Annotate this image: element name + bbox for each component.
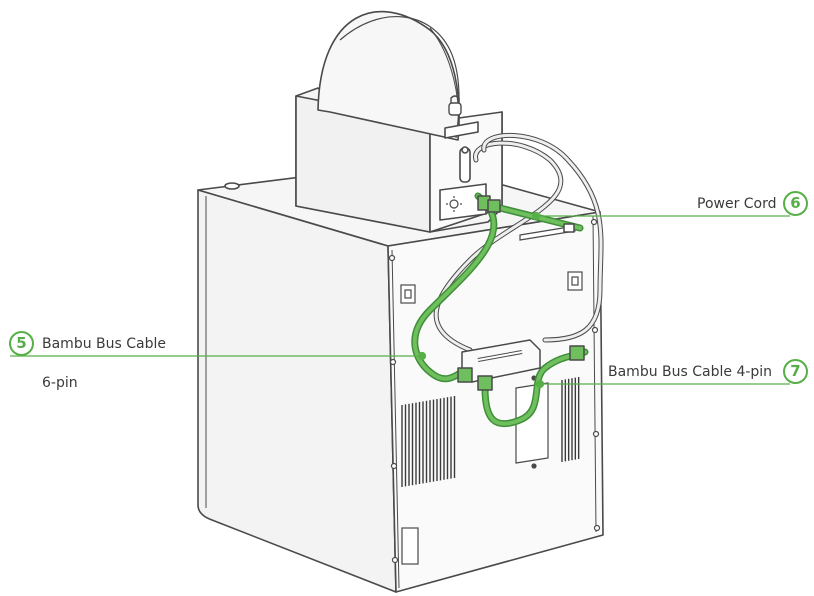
filament-tube [482, 134, 603, 342]
callout-badge-6: 6 [783, 191, 808, 216]
leader-lines [10, 211, 790, 389]
power-socket-icon [446, 196, 462, 212]
cable-hub [457, 195, 585, 391]
callout-badge-7: 7 [783, 359, 808, 384]
bambu-bus-6pin-label: Bambu Bus Cable [42, 336, 166, 352]
bambu-bus-4pin-label: Bambu Bus Cable 4-pin [608, 364, 773, 380]
power-cord-label: Power Cord [697, 196, 777, 212]
bambu-bus-6pin-cable [412, 194, 496, 381]
bambu-bus-6pin-sublabel: 6-pin [42, 375, 78, 391]
back-panel-details [388, 218, 601, 565]
lock-icon [448, 95, 462, 116]
callout-badge-5: 5 [9, 331, 34, 356]
ams-unit [295, 10, 503, 233]
vent-grille-icon [401, 377, 580, 487]
bambu-bus-4pin-cable [483, 350, 587, 426]
printer-body [197, 161, 604, 593]
